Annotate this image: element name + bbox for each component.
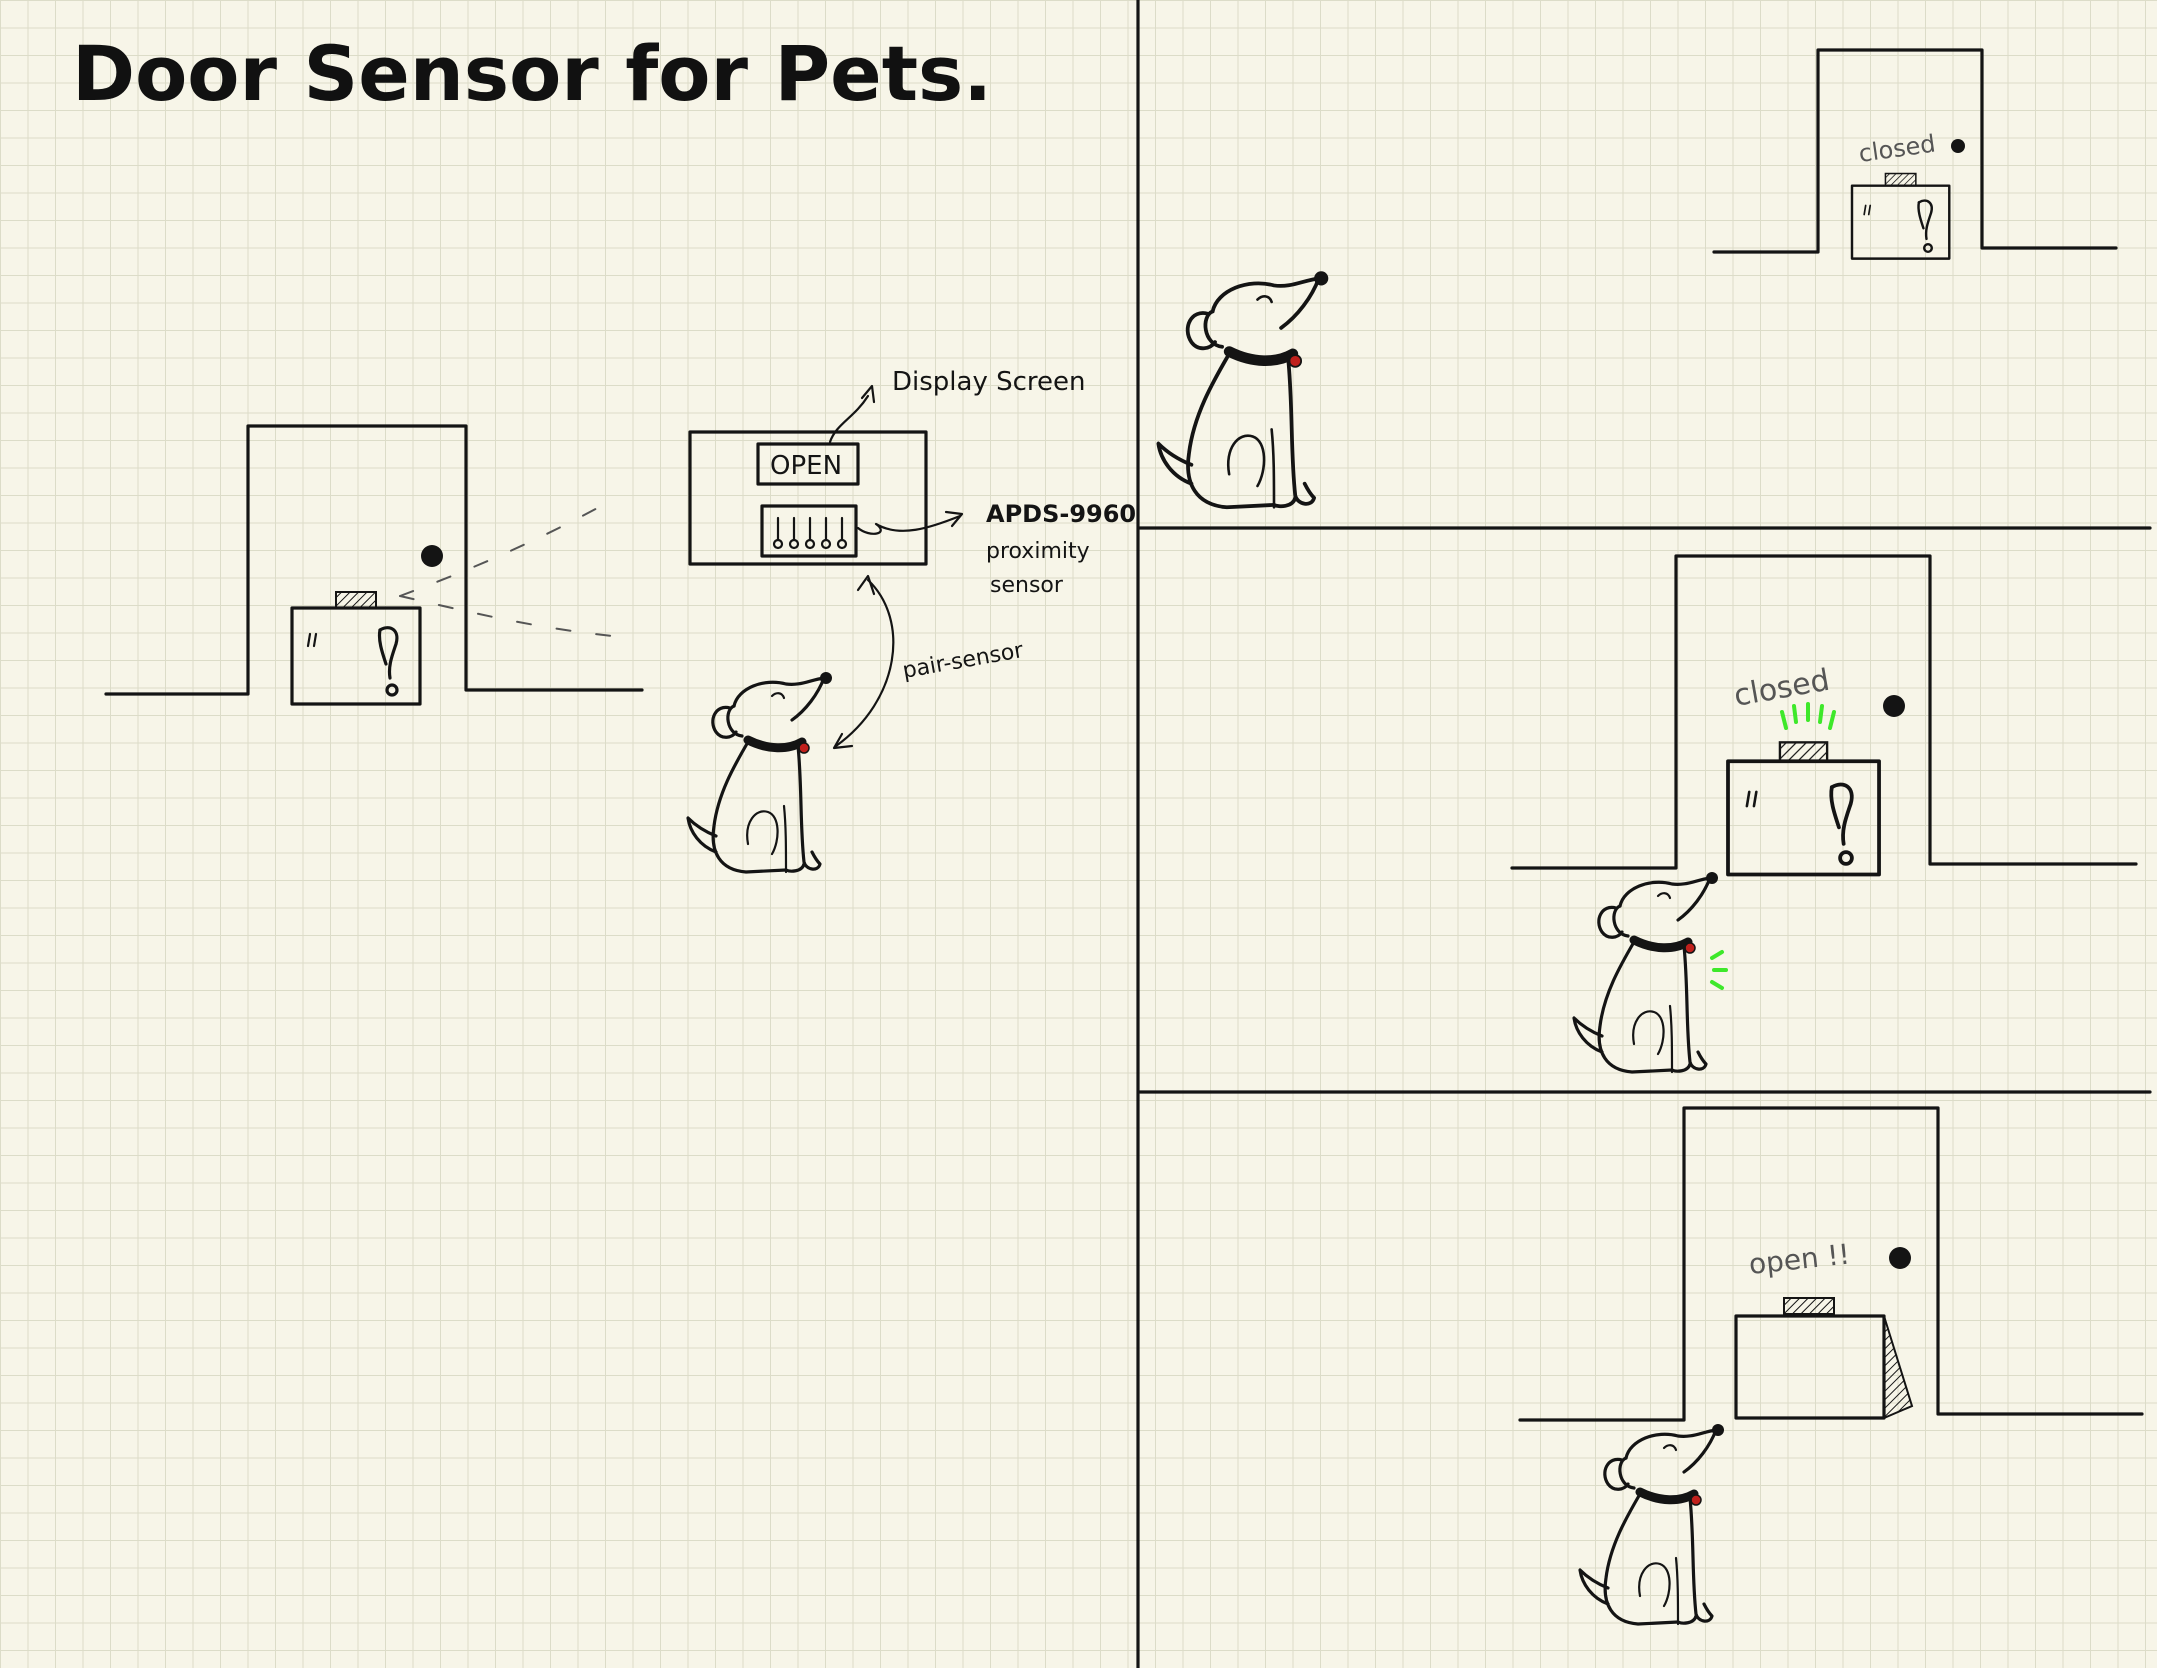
panel2-state-label: closed: [1731, 663, 1832, 714]
sensor-desc-1: proximity: [986, 539, 1090, 564]
panel2-pet-door-box: [1726, 740, 1881, 877]
sensor-name-label: APDS-9960: [986, 500, 1136, 528]
panel2-door: [1510, 554, 2138, 870]
pair-arrow: [834, 578, 895, 748]
sensor-beam: [399, 499, 635, 639]
page-title: Door Sensor for Pets.: [72, 29, 992, 118]
pair-sensor-label: pair-sensor: [901, 638, 1026, 684]
overview-door: [104, 424, 644, 696]
panel3-open-pet-door: [1734, 1297, 1914, 1420]
panel2-collar-glow: [1710, 950, 1728, 990]
panel1-door: [1712, 48, 2118, 254]
screen-open-text: OPEN: [770, 451, 842, 481]
display-screen-arrow: [828, 394, 870, 444]
panel2-dog: [1574, 872, 1718, 1072]
panel2-sensor-glow: [1780, 702, 1836, 730]
display-screen-label: Display Screen: [892, 367, 1086, 397]
panel3-state-label: open !!: [1747, 1238, 1851, 1281]
sensor-desc-2: sensor: [990, 573, 1064, 598]
display-screen-box: [756, 442, 860, 486]
panel1-pet-door-box: [1850, 172, 1951, 260]
panel1-state-label: closed: [1857, 129, 1937, 167]
overview-dog: [688, 672, 832, 872]
sensor-box: [760, 504, 858, 558]
sensor-device: [688, 430, 928, 566]
sensor-arrow: [856, 514, 962, 535]
panel1-dog: [1158, 271, 1328, 507]
overview-pet-door-box: [290, 590, 422, 706]
panel3-door: [1518, 1106, 2144, 1422]
panel3-dog: [1580, 1424, 1724, 1624]
